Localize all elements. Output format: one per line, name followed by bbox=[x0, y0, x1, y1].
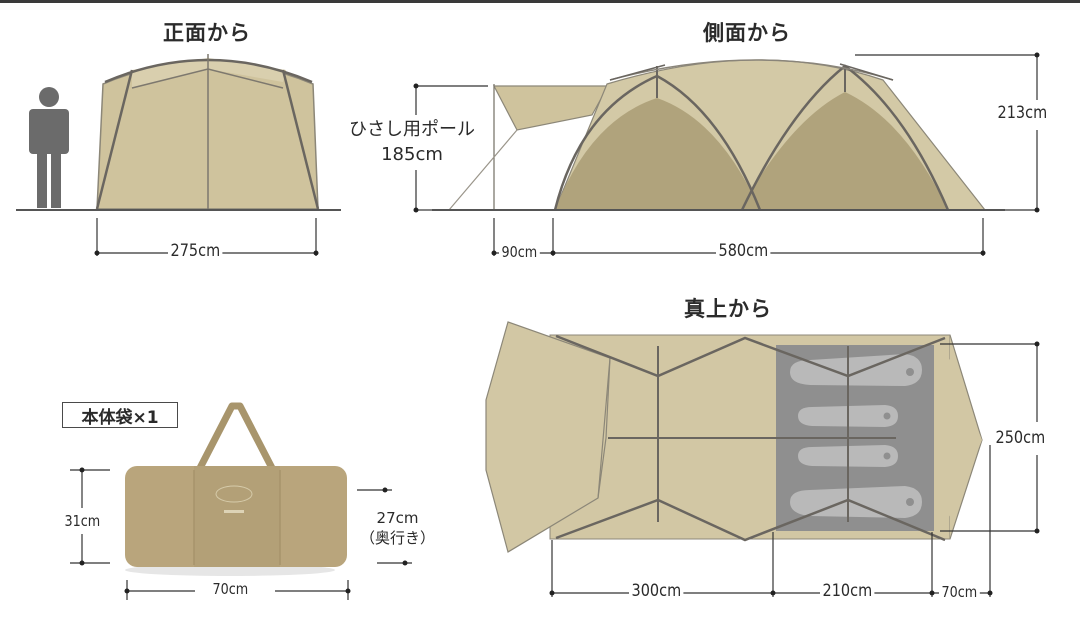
awning-pole-name: ひさし用ポール bbox=[349, 119, 475, 140]
bag-height-label: 31cm bbox=[62, 512, 103, 530]
top-segment-inner: 210cm bbox=[820, 581, 875, 601]
front-view bbox=[16, 54, 341, 256]
side-length-label: 580cm bbox=[716, 241, 771, 261]
bag-depth-value: 27cm bbox=[376, 509, 419, 527]
top-view bbox=[485, 321, 1040, 597]
awning-offset-label: 90cm bbox=[499, 243, 540, 261]
top-width-label: 250cm bbox=[993, 428, 1048, 448]
front-view-title: 正面から bbox=[163, 21, 251, 45]
person-silhouette-icon bbox=[29, 87, 69, 208]
top-border bbox=[0, 0, 1080, 3]
side-view-title: 側面から bbox=[703, 21, 791, 45]
top-segment-vestibule: 300cm bbox=[629, 581, 684, 601]
bag-depth-label: 27cm （奥行き） bbox=[360, 508, 435, 548]
top-view-title: 真上から bbox=[684, 297, 772, 321]
top-segment-rear: 70cm bbox=[939, 583, 980, 601]
bag-depth-note: （奥行き） bbox=[360, 529, 436, 547]
bag-label: 本体袋×1 bbox=[62, 402, 178, 428]
awning-pole-height: 185cm bbox=[381, 144, 443, 165]
bag-width-label: 70cm bbox=[210, 580, 251, 598]
side-height-label: 213cm bbox=[995, 103, 1050, 123]
front-width-label: 275cm bbox=[168, 241, 223, 261]
side-view bbox=[413, 52, 1040, 256]
storage-bag bbox=[70, 402, 412, 600]
awning-pole-label: ひさし用ポール 185cm bbox=[349, 117, 475, 167]
